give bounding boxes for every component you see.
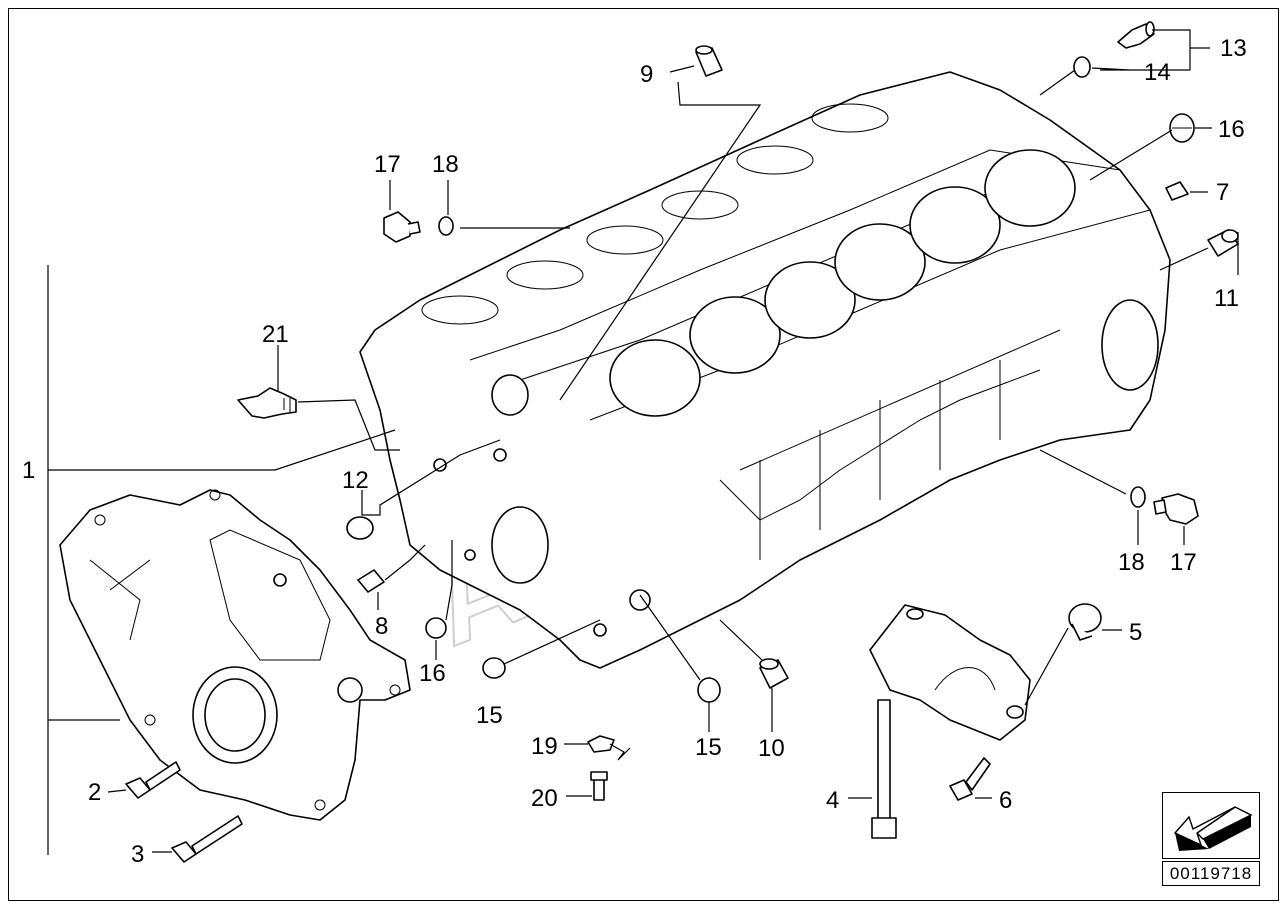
part-10-sleeve [759, 658, 789, 689]
part-9-sleeve [695, 45, 723, 77]
callout-17-top[interactable]: 17 [374, 151, 401, 178]
callout-15-right[interactable]: 15 [695, 734, 722, 761]
part-4-bolt [871, 699, 897, 839]
diagram-frame [8, 8, 1279, 901]
callout-7[interactable]: 7 [1216, 179, 1229, 206]
callout-20[interactable]: 20 [531, 785, 558, 812]
callout-18-right[interactable]: 18 [1118, 549, 1145, 576]
part-5-plug [1068, 603, 1102, 641]
part-11-sleeve [1207, 229, 1239, 257]
callout-16-top[interactable]: 16 [1218, 116, 1245, 143]
part-21-sensor [237, 387, 297, 419]
callout-17-right[interactable]: 17 [1170, 549, 1197, 576]
part-12-sleeve [346, 516, 374, 540]
callout-13[interactable]: 13 [1220, 35, 1247, 62]
part-18-washer [438, 216, 454, 236]
callout-4[interactable]: 4 [826, 787, 839, 814]
callout-6[interactable]: 6 [999, 787, 1012, 814]
document-number: 00119718 [1162, 861, 1260, 886]
part-20-screw [590, 771, 608, 801]
callouts: 1 2 3 4 5 6 7 8 9 10 11 12 13 14 15 15 1… [22, 35, 1247, 868]
callout-2[interactable]: 2 [88, 779, 101, 806]
part-2-bolt [125, 761, 181, 799]
part-15-plug-left [482, 657, 506, 679]
part-8-dowel [357, 569, 385, 593]
callout-15-left[interactable]: 15 [476, 702, 503, 729]
part-17-plug-right [1153, 493, 1199, 525]
callout-21[interactable]: 21 [262, 321, 289, 348]
part-18-washer-right [1130, 486, 1146, 508]
navigation-arrow-button[interactable] [1162, 792, 1260, 859]
part-15-plug-right [697, 677, 721, 703]
callout-10[interactable]: 10 [758, 735, 785, 762]
part-3-bolt [171, 815, 243, 863]
part-19-clip [587, 735, 631, 761]
callout-16-lower[interactable]: 16 [419, 660, 446, 687]
callout-14[interactable]: 14 [1144, 59, 1171, 86]
part-16-plug [1169, 113, 1195, 143]
callout-19[interactable]: 19 [531, 733, 558, 760]
part-16-plug-lower [425, 617, 447, 639]
callout-5[interactable]: 5 [1129, 619, 1142, 646]
callout-9[interactable]: 9 [640, 61, 653, 88]
engine-block [359, 71, 1171, 669]
bearing-cap [869, 604, 1031, 741]
callout-11[interactable]: 11 [1214, 285, 1239, 312]
callout-18-top[interactable]: 18 [432, 151, 459, 178]
callout-8[interactable]: 8 [375, 613, 388, 640]
part-14-washer [1073, 56, 1091, 78]
arrow-icon [1173, 806, 1253, 851]
part-17-plug [383, 211, 421, 243]
part-6-bolt [949, 757, 991, 801]
part-7-dowel [1165, 181, 1189, 201]
callout-12[interactable]: 12 [342, 467, 369, 494]
part-13-sensor [1117, 21, 1155, 49]
timing-cover [59, 489, 411, 821]
leader-lines [47, 29, 1239, 855]
callout-3[interactable]: 3 [131, 841, 144, 868]
callout-1[interactable]: 1 [22, 457, 35, 484]
